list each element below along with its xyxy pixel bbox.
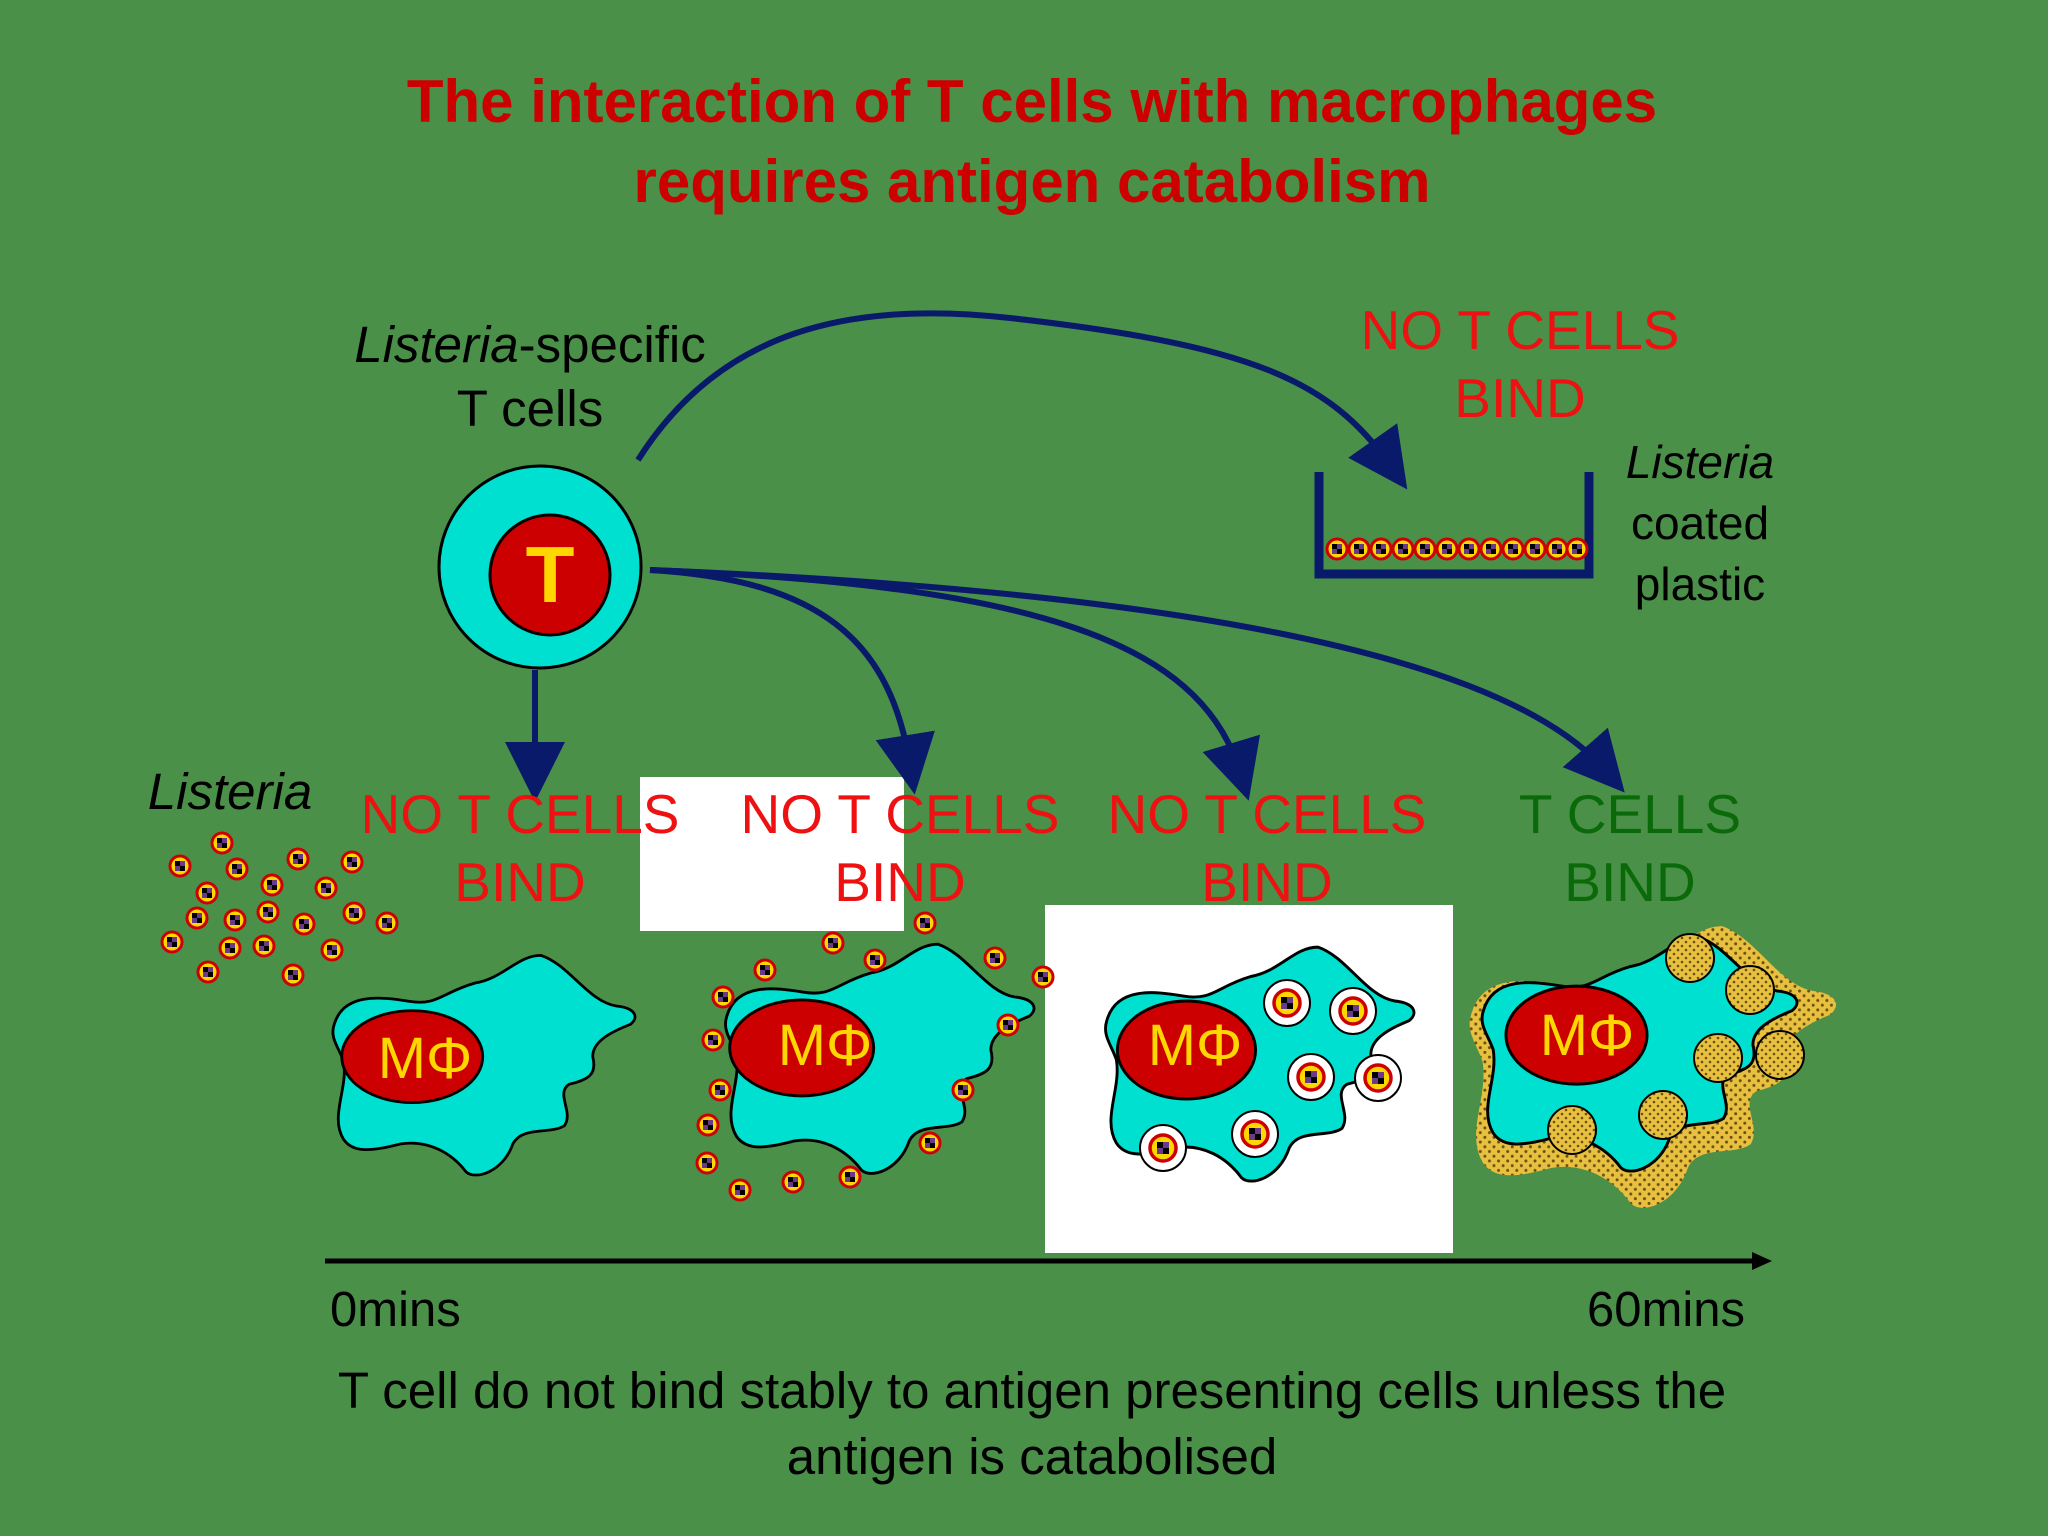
- macrophage-label-3: MΦ: [1147, 1013, 1243, 1078]
- macrophage-label-4: MΦ: [1539, 1003, 1635, 1068]
- stage-2-result-line-2: BIND: [834, 851, 966, 913]
- arrow-to-stage-3: [649, 567, 1260, 801]
- stage-2-result-line-1: NO T CELLS: [740, 783, 1060, 845]
- macrophage-stage-2: [724, 942, 1036, 1175]
- coated-plastic-well: [1314, 472, 1594, 579]
- arrow-to-stage-4: [649, 567, 1625, 793]
- macrophage-label-2: MΦ: [777, 1013, 873, 1078]
- stage-3-result-line-1: NO T CELLS: [1107, 783, 1427, 845]
- timeline-end-label: 60mins: [1587, 1283, 1745, 1337]
- plastic-result-line-1: NO T CELLS: [1360, 299, 1680, 361]
- stage-4-result-line-1: T CELLS: [1518, 783, 1742, 845]
- t-cell-label-italic: Listeria: [354, 316, 519, 373]
- plastic-label: Listeria coated plastic: [1590, 432, 1810, 615]
- stage-1-result: NO T CELLS BIND: [335, 780, 705, 916]
- plastic-result: NO T CELLS BIND: [1320, 296, 1720, 432]
- plastic-label-line-3: plastic: [1634, 558, 1766, 610]
- white-box-stage-2: [640, 777, 904, 931]
- plastic-label-line-2: coated: [1630, 497, 1770, 549]
- stage-3-result-line-2: BIND: [1201, 851, 1333, 913]
- stage-1-result-line-2: BIND: [454, 851, 586, 913]
- macrophage-stage-4: [1480, 935, 1799, 1173]
- t-cell-letter: T: [525, 530, 575, 619]
- slide-title: The interaction of T cells with macropha…: [0, 62, 2048, 222]
- slide-caption: T cell do not bind stably to antigen pre…: [0, 1358, 2048, 1490]
- stage-4-digested-vesicles: [1547, 933, 1805, 1155]
- stage-4-result-line-2: BIND: [1564, 851, 1696, 913]
- stage-4-result: T CELLS BIND: [1445, 780, 1815, 916]
- caption-line-1: T cell do not bind stably to antigen pre…: [337, 1362, 1727, 1419]
- caption-line-2: antigen is catabolised: [786, 1428, 1278, 1485]
- macrophage-label-1: MΦ: [377, 1026, 473, 1091]
- plastic-bacteria-row: [1325, 537, 1589, 561]
- title-line-2: requires antigen catabolism: [633, 148, 1431, 215]
- arrow-to-stage-2: [649, 567, 935, 795]
- stage-2-result: NO T CELLS BIND: [715, 780, 1085, 916]
- macrophage-stage-3: [1104, 945, 1416, 1183]
- t-cell-label: Listeria-specific T cells: [320, 313, 740, 441]
- plastic-label-italic: Listeria: [1625, 436, 1775, 488]
- t-cell-label-line-2: T cells: [456, 380, 604, 437]
- plastic-result-line-2: BIND: [1454, 367, 1586, 429]
- stage-3-phagosomes: [1139, 979, 1402, 1172]
- macrophage-stage-1: [331, 953, 637, 1177]
- t-cell: [437, 464, 643, 670]
- arrow-to-plastic: [635, 310, 1408, 490]
- t-cell-label-rest: -specific: [518, 316, 706, 373]
- stage-3-result: NO T CELLS BIND: [1082, 780, 1452, 916]
- stage-1-result-line-1: NO T CELLS: [360, 783, 680, 845]
- timeline-arrowhead: [1752, 1252, 1772, 1270]
- title-line-1: The interaction of T cells with macropha…: [406, 68, 1658, 135]
- timeline-start-label: 0mins: [330, 1283, 461, 1337]
- listeria-label: Listeria: [147, 763, 313, 820]
